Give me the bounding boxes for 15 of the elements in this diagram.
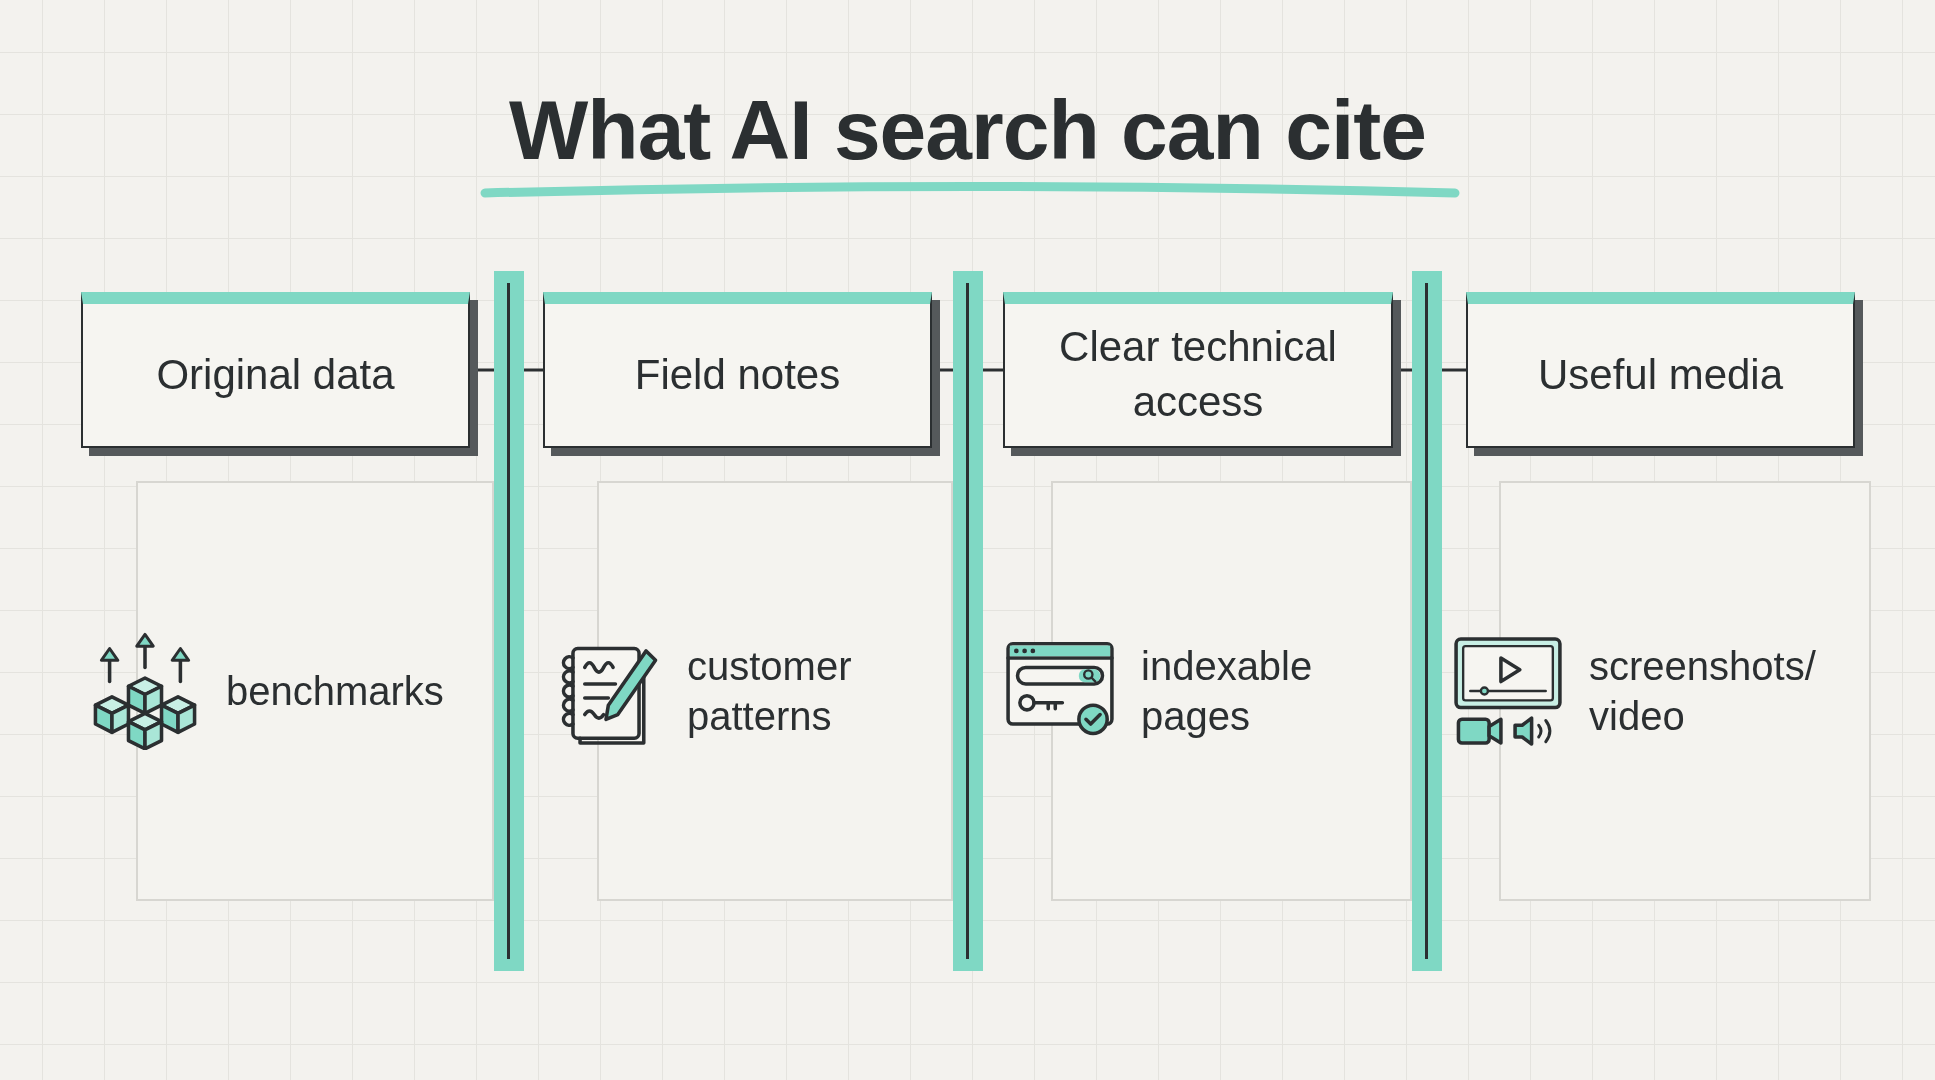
- connector-line: [983, 368, 1003, 372]
- item-label: screenshots/ video: [1589, 643, 1817, 740]
- header-label: Useful media: [1537, 349, 1784, 400]
- header-label: Clear technical access: [1058, 322, 1338, 427]
- item-label: customer patterns: [687, 643, 853, 740]
- item-label: indexable pages: [1141, 643, 1314, 740]
- divider-bar: [1412, 271, 1442, 971]
- connector-line: [1442, 368, 1466, 372]
- header-label: Original data: [156, 349, 395, 400]
- divider-bar: [494, 271, 524, 971]
- divider-bar: [953, 271, 983, 971]
- item-label: benchmarks: [226, 668, 444, 715]
- header-label: Field notes: [634, 349, 841, 400]
- title: What AI search can cite: [508, 88, 1427, 172]
- connector-line: [524, 368, 543, 372]
